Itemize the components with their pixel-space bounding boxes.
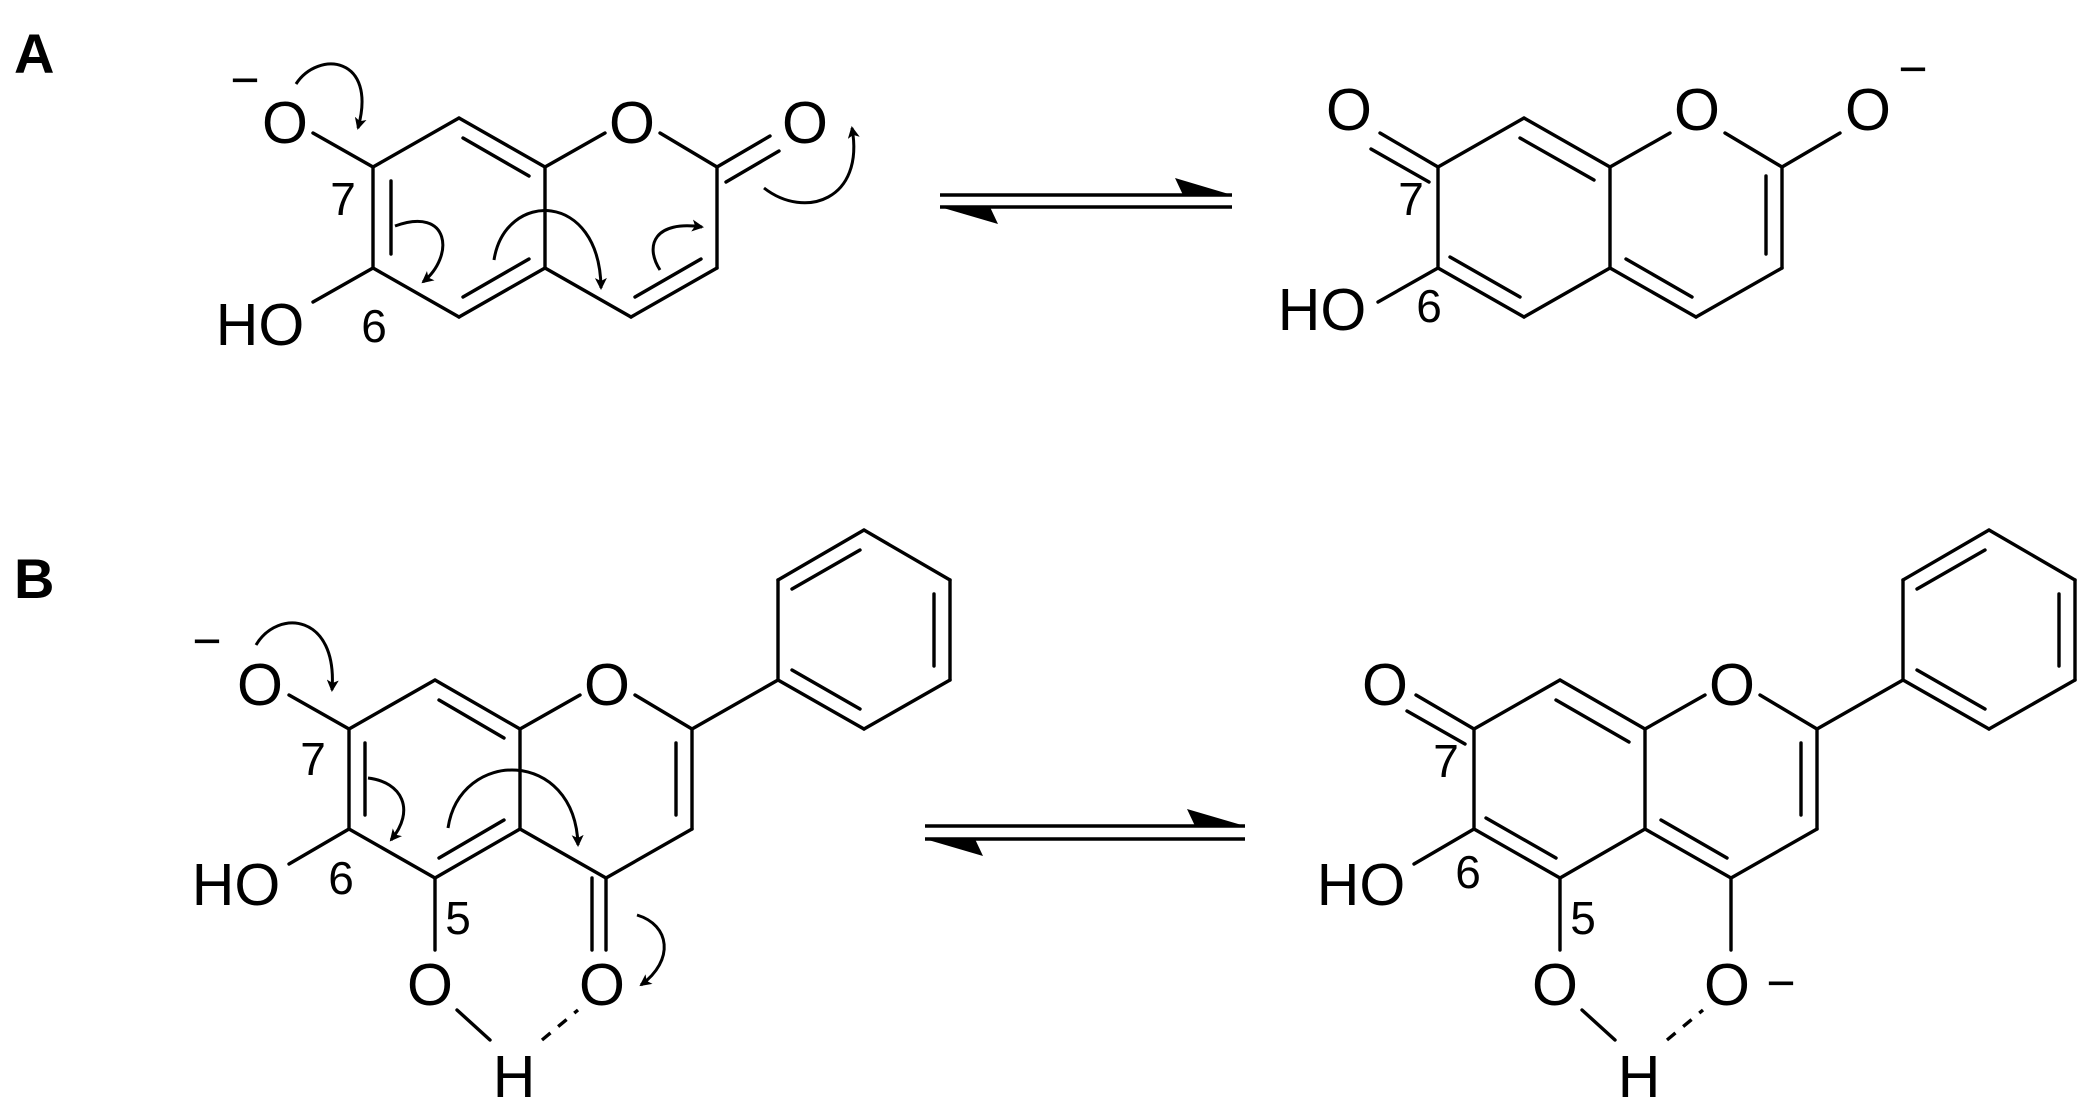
panel-label-a: A bbox=[14, 22, 54, 85]
electron-pushing-arrows bbox=[294, 62, 860, 290]
charge-label: − bbox=[1766, 955, 1795, 1011]
atom-o7: O bbox=[237, 652, 283, 718]
charge-label: − bbox=[1898, 41, 1927, 97]
atom-ho6: HO bbox=[192, 852, 281, 918]
atom-o7: O bbox=[262, 90, 308, 156]
product-b-bonds bbox=[1405, 528, 2077, 1042]
reactant-b-bonds bbox=[287, 528, 952, 1042]
equilibrium-arrows-b bbox=[925, 809, 1245, 856]
position-6: 6 bbox=[1416, 280, 1442, 332]
position-5: 5 bbox=[445, 892, 471, 944]
atom-o2: O bbox=[1845, 77, 1891, 143]
panel-a-reactant-structure: O − HO O O 7 6 bbox=[216, 52, 860, 358]
panel-b-product-structure: O HO O H O O − 7 6 5 bbox=[1317, 528, 2077, 1110]
position-7: 7 bbox=[300, 733, 326, 785]
atom-ring-oxygen: O bbox=[609, 90, 655, 156]
atom-o7: O bbox=[1362, 652, 1408, 718]
position-7: 7 bbox=[1433, 735, 1459, 787]
atom-h: H bbox=[1618, 1044, 1661, 1110]
atom-o5: O bbox=[407, 952, 453, 1018]
charge-label: − bbox=[192, 613, 221, 669]
position-6: 6 bbox=[1455, 846, 1481, 898]
atom-ho6: HO bbox=[1278, 277, 1367, 343]
charge-label: − bbox=[230, 52, 259, 108]
position-6: 6 bbox=[328, 852, 354, 904]
atom-ring-oxygen: O bbox=[584, 652, 630, 718]
panel-label-b: B bbox=[14, 547, 54, 610]
product-a-bonds bbox=[1369, 116, 1842, 319]
atom-carbonyl-oxygen: O bbox=[782, 90, 828, 156]
position-6: 6 bbox=[361, 300, 387, 352]
reactant-a-bonds bbox=[311, 116, 781, 319]
position-7: 7 bbox=[1398, 173, 1424, 225]
atom-ring-oxygen: O bbox=[1709, 652, 1755, 718]
atom-o7: O bbox=[1326, 77, 1372, 143]
atom-ho6: HO bbox=[216, 292, 305, 358]
position-7: 7 bbox=[330, 173, 356, 225]
position-5: 5 bbox=[1570, 892, 1596, 944]
atom-ho6: HO bbox=[1317, 852, 1406, 918]
electron-pushing-arrows bbox=[254, 621, 666, 987]
atom-o4: O bbox=[1704, 952, 1750, 1018]
panel-b-reactant-structure: O − HO O H O O 7 6 5 bbox=[192, 528, 952, 1110]
panel-a-product-structure: O HO O O − 7 6 bbox=[1278, 41, 1928, 343]
equilibrium-arrows-a bbox=[940, 178, 1232, 224]
atom-h: H bbox=[493, 1044, 536, 1110]
atom-o5: O bbox=[1532, 952, 1578, 1018]
atom-o4: O bbox=[579, 952, 625, 1018]
atom-ring-oxygen: O bbox=[1674, 77, 1720, 143]
